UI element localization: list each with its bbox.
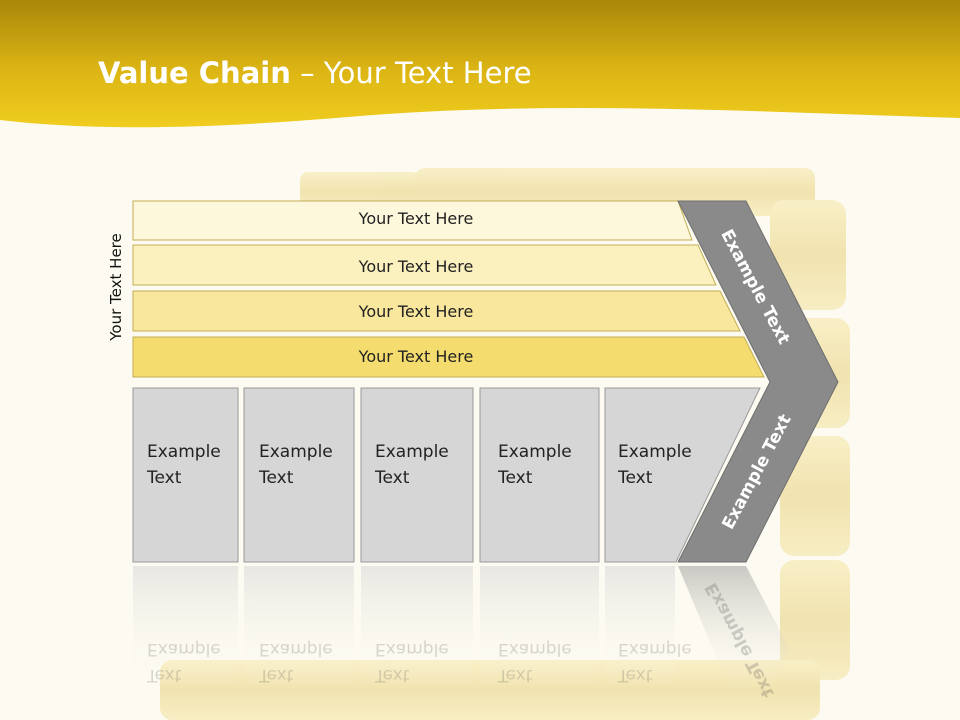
reflection-label-2-line2: Text: [259, 665, 294, 685]
bar-label-1: Your Text Here: [358, 209, 474, 228]
reflection-label-3-line2: Text: [375, 665, 410, 685]
box-label-2-line2: Text: [259, 468, 294, 488]
side-label: Your Text Here: [107, 233, 125, 341]
bar-1: [132, 200, 693, 241]
activity-box-5: [604, 387, 761, 563]
box-label-3: Example Text: [375, 439, 449, 491]
box-label-2-line1: Example: [259, 442, 333, 462]
reflection-label-2: Text Example: [259, 636, 333, 688]
box-label-5: Example Text: [618, 439, 692, 491]
reflection-label-3: Text Example: [375, 636, 449, 688]
box-label-5-line2: Text: [618, 468, 653, 488]
activity-box-2: [243, 387, 355, 563]
reflection-label-4: Text Example: [498, 636, 572, 688]
reflection-label-1-line2: Text: [147, 665, 182, 685]
reflection-label-4-line1: Example: [498, 639, 572, 659]
title-rest: – Your Text Here: [290, 56, 532, 90]
bar-4: [132, 336, 765, 378]
bar-label-2: Your Text Here: [358, 257, 474, 276]
box-label-2: Example Text: [259, 439, 333, 491]
reflection-label-2-line1: Example: [259, 639, 333, 659]
activity-box-4: [479, 387, 600, 563]
chevron-arrow: [677, 200, 839, 563]
bar-3: [132, 290, 741, 332]
box-label-1: Example Text: [147, 439, 221, 491]
box-label-1-line1: Example: [147, 442, 221, 462]
box-label-1-line2: Text: [147, 468, 182, 488]
box-label-4: Example Text: [498, 439, 572, 491]
title-bold: Value Chain: [98, 56, 291, 90]
activity-box-3: [360, 387, 474, 563]
reflection-label-5: Text Example: [618, 636, 692, 688]
bar-label-3: Your Text Here: [358, 302, 474, 321]
box-label-3-line1: Example: [375, 442, 449, 462]
box-label-5-line1: Example: [618, 442, 692, 462]
box-label-3-line2: Text: [375, 468, 410, 488]
reflection-label-3-line1: Example: [375, 639, 449, 659]
slide-title: Value Chain – Your Text Here: [98, 56, 532, 90]
activity-box-1: [132, 387, 239, 563]
box-label-4-line2: Text: [498, 468, 533, 488]
reflections: [133, 566, 790, 690]
bar-label-4: Your Text Here: [358, 347, 474, 366]
reflection-label-4-line2: Text: [498, 665, 533, 685]
reflection-label-1: Text Example: [147, 636, 221, 688]
reflection-label-1-line1: Example: [147, 639, 221, 659]
reflection-label-5-line1: Example: [618, 639, 692, 659]
reflection-label-5-line2: Text: [618, 665, 653, 685]
box-label-4-line1: Example: [498, 442, 572, 462]
header-band: [0, 0, 960, 128]
bar-2: [132, 244, 717, 286]
